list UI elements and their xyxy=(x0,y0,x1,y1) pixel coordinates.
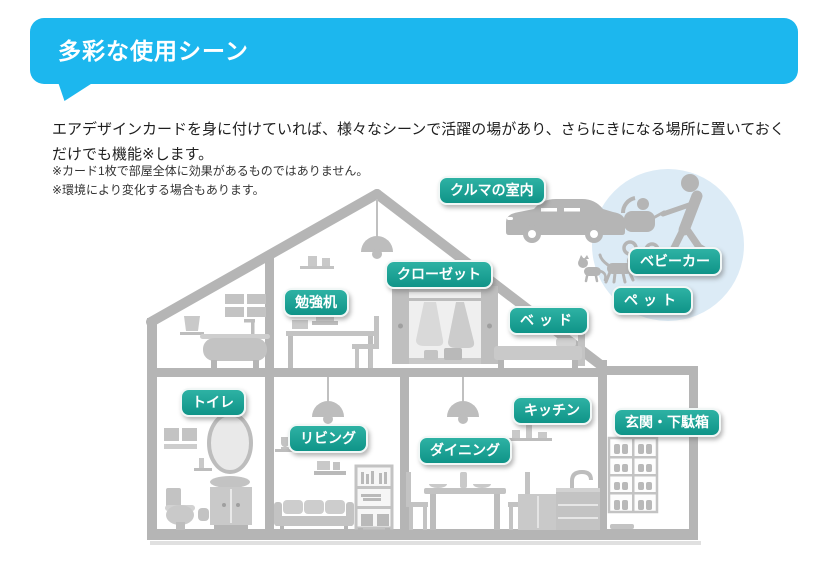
shelf-icon xyxy=(194,458,212,471)
intro-text: エアデザインカードを身に付けていれば、様々なシーンで活躍の場があり、さらにきにな… xyxy=(52,121,785,163)
cat-icon xyxy=(578,255,607,283)
toilet-icon xyxy=(165,488,195,530)
label-badge-toilet: トイレ xyxy=(180,388,246,417)
chair-icon xyxy=(352,316,379,368)
footnotes: ※カード1枚で部屋全体に効果があるものではありません。 ※環境により変化する場合… xyxy=(52,162,472,200)
bathroom-furniture xyxy=(180,294,270,368)
label-badge-bed: ベッド xyxy=(508,306,589,335)
bed-icon xyxy=(494,330,585,368)
chair-icon xyxy=(406,472,428,530)
pendant-lamp-icon xyxy=(447,377,479,424)
toilet-room-furniture xyxy=(164,412,253,530)
scene-circle xyxy=(592,169,744,321)
car-icon xyxy=(506,199,625,243)
living-furniture xyxy=(274,437,394,531)
study-furniture xyxy=(286,256,379,368)
bookshelf-icon xyxy=(354,464,394,531)
wall-cabinet-icon xyxy=(164,428,197,449)
pendant-lamp-icon xyxy=(312,377,344,424)
laundry-bucket-icon xyxy=(180,316,204,335)
label-badge-pet: ペット xyxy=(612,286,693,315)
label-badge-study-desk: 勉強机 xyxy=(283,288,349,317)
wall-cabinet-icon xyxy=(225,294,266,317)
outdoor-scene xyxy=(578,169,744,321)
trophy-icon xyxy=(275,437,293,452)
kitchen-counter-icon xyxy=(518,469,600,530)
mirror-icon xyxy=(207,412,253,474)
label-badge-living: リビング xyxy=(288,424,368,453)
entrance-furniture xyxy=(607,436,659,529)
footnote-1: ※カード1枚で部屋全体に効果があるものではありません。 xyxy=(52,164,369,178)
bin-icon xyxy=(198,508,209,521)
bathtub-icon xyxy=(200,319,270,368)
dining-furniture xyxy=(406,472,530,530)
label-badge-car-interior: クルマの室内 xyxy=(438,176,546,205)
vanity-icon xyxy=(210,476,252,530)
dining-table-icon xyxy=(424,472,506,530)
label-badge-dining: ダイニング xyxy=(418,436,512,465)
closet-icon xyxy=(392,286,498,364)
label-badge-kitchen: キッチン xyxy=(512,396,592,425)
doormat-icon xyxy=(610,524,634,529)
label-badge-closet: クローゼット xyxy=(385,260,493,289)
footnote-2: ※環境により変化する場合もあります。 xyxy=(52,183,265,197)
kitchen-furniture xyxy=(472,424,600,530)
label-badge-stroller: ベビーカー xyxy=(628,247,722,276)
wall-shelf-icon xyxy=(300,256,334,269)
label-badge-entrance-shoe-cabinet: 玄関・下駄箱 xyxy=(613,408,721,437)
pendant-lamp-icon xyxy=(361,199,393,259)
header-banner: 多彩な使用シーン xyxy=(30,18,798,84)
shoe-cabinet-icon xyxy=(607,436,659,514)
study-desk-icon xyxy=(286,310,376,368)
page-title: 多彩な使用シーン xyxy=(58,38,249,64)
tv-stand-icon xyxy=(314,461,346,475)
sofa-icon xyxy=(274,500,354,530)
